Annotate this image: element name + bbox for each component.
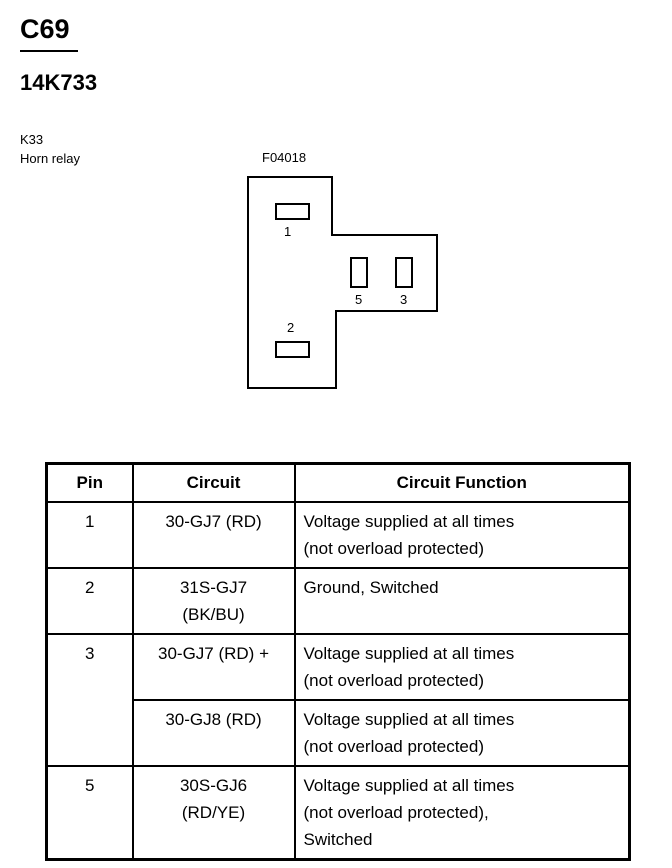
circuit-line: 30-GJ7 (RD) + [158, 644, 269, 663]
part-number: 14K733 [20, 70, 98, 95]
table-row: 1 30-GJ7 (RD) Voltage supplied at all ti… [45, 501, 631, 569]
function-line: Ground, Switched [303, 578, 439, 597]
circuit-cell: 30S-GJ6 (RD/YE) [131, 765, 296, 861]
pin-3-terminal [395, 257, 413, 288]
table-row: 5 30S-GJ6 (RD/YE) Voltage supplied at al… [45, 765, 631, 861]
table-row: 3 30-GJ7 (RD) + Voltage supplied at all … [45, 633, 631, 767]
function-cell: Voltage supplied at all times (not overl… [293, 699, 631, 767]
function-cell: Voltage supplied at all times (not overl… [293, 501, 631, 569]
function-line: Voltage supplied at all times [303, 710, 515, 729]
title-underline [20, 50, 78, 52]
circuit-line: 31S-GJ7 [179, 578, 248, 597]
circuit-line: (RD/YE) [181, 803, 246, 822]
pin-2-label: 2 [287, 320, 294, 335]
table-header-row: Pin Circuit Circuit Function [45, 462, 631, 503]
circuit-function-column-header: Circuit Function [293, 462, 631, 503]
pin-1-terminal [275, 203, 310, 220]
figure-code: F04018 [262, 150, 307, 165]
circuit-line: 30-GJ7 (RD) [165, 512, 262, 531]
function-line: (not overload protected), [303, 803, 489, 822]
circuit-line: 30-GJ8 (RD) [165, 710, 262, 729]
function-cell: Voltage supplied at all times (not overl… [293, 633, 631, 701]
pin-1-label: 1 [284, 224, 291, 239]
circuit-cell: 30-GJ7 (RD) [131, 501, 296, 569]
function-line: (not overload protected) [303, 671, 485, 690]
function-cell: Voltage supplied at all times (not overl… [293, 765, 631, 861]
circuit-cell: 30-GJ7 (RD) + [131, 633, 296, 701]
function-line: Switched [303, 830, 373, 849]
pin-cell: 1 [45, 501, 134, 569]
pin-column-header: Pin [45, 462, 134, 503]
circuit-cell: 31S-GJ7 (BK/BU) [131, 567, 296, 635]
function-line: (not overload protected) [303, 737, 485, 756]
pinout-table: Pin Circuit Circuit Function 1 30-GJ7 (R… [45, 462, 631, 861]
connector-face-diagram: 1 5 3 2 [247, 176, 438, 389]
function-line: Voltage supplied at all times [303, 644, 515, 663]
table-row: 30-GJ8 (RD) Voltage supplied at all time… [47, 699, 631, 767]
function-line: (not overload protected) [303, 539, 485, 558]
circuit-cell: 30-GJ8 (RD) [131, 699, 296, 767]
function-cell: Ground, Switched [293, 567, 631, 635]
circuit-line: (BK/BU) [182, 605, 245, 624]
pin-cell: 5 [45, 765, 134, 861]
connector-id: C69 [20, 14, 70, 44]
component-code: K33 [20, 132, 44, 147]
pin-2-terminal [275, 341, 310, 358]
pin-cell: 3 [45, 633, 134, 767]
pin-5-terminal [350, 257, 368, 288]
circuit-line: 30S-GJ6 [179, 776, 248, 795]
function-line: Voltage supplied at all times [303, 512, 515, 531]
function-line: Voltage supplied at all times [303, 776, 515, 795]
pin-cell: 2 [45, 567, 134, 635]
pin-5-label: 5 [355, 292, 362, 307]
pin-3-label: 3 [400, 292, 407, 307]
table-row: 2 31S-GJ7 (BK/BU) Ground, Switched [45, 567, 631, 635]
connector-outline [247, 176, 438, 389]
component-name: Horn relay [20, 151, 80, 166]
circuit-column-header: Circuit [131, 462, 296, 503]
